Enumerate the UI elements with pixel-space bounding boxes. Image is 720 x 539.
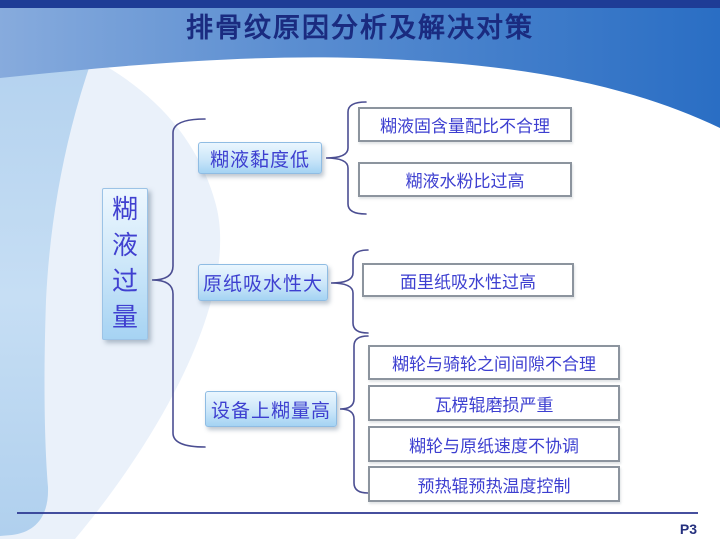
root-brace [151, 118, 206, 448]
leaf-speed-mismatch: 糊轮与原纸速度不协调 [368, 426, 620, 462]
root-node-paste-excess: 糊液过量 [102, 188, 148, 340]
leaf-solid-content-ratio: 糊液固含量配比不合理 [358, 107, 572, 142]
leaf-roller-gap: 糊轮与骑轮之间间隙不合理 [368, 345, 620, 380]
page-number: P3 [679, 521, 697, 537]
root-node-label: 糊液过量 [111, 195, 138, 333]
leaf-liner-absorbency: 面里纸吸水性过高 [362, 263, 574, 297]
slide-title: 排骨纹原因分析及解决对策 [186, 13, 534, 44]
leaf-corrugating-roll-wear: 瓦楞辊磨损严重 [368, 385, 620, 421]
cause-node-equipment-paste: 设备上糊量高 [205, 391, 337, 427]
brace-group [151, 101, 369, 494]
leaf-water-powder-ratio: 糊液水粉比过高 [358, 162, 572, 197]
header-band [0, 8, 720, 128]
cause-node-paper-absorbency: 原纸吸水性大 [198, 264, 328, 301]
top-bar [0, 0, 720, 8]
group2-brace [330, 249, 369, 334]
left-swoosh-shape [0, 59, 92, 536]
leaf-preheater-temperature: 预热辊预热温度控制 [368, 466, 620, 502]
cause-node-low-viscosity: 糊液黏度低 [198, 142, 322, 174]
group1-brace [325, 101, 367, 215]
group3-brace [339, 335, 369, 494]
